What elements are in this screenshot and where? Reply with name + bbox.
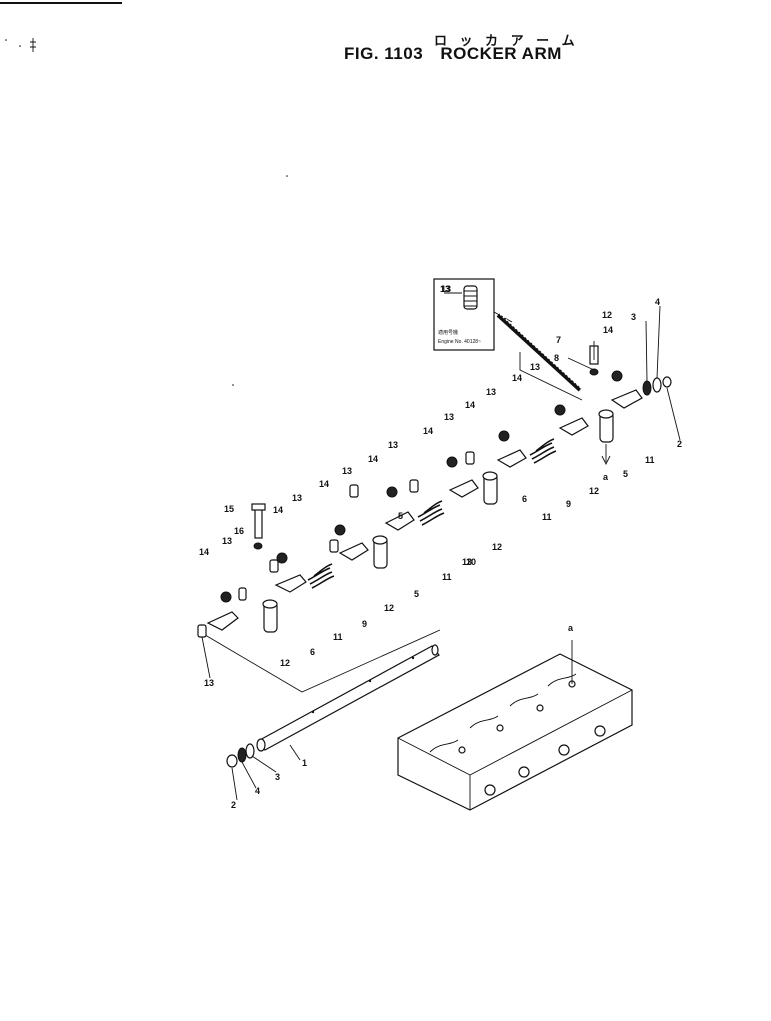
callout-label: 4 — [655, 297, 660, 307]
callout-label: a — [568, 623, 574, 633]
callout-label: 2 — [677, 439, 682, 449]
callout-labels: 1 2 3 4 2 3 4 5 5 5 6 6 7 8 9 9 10 11 11… — [199, 284, 682, 810]
callout-label: 3 — [631, 312, 636, 322]
callout-label: 13 — [462, 557, 472, 567]
callout-label: 14 — [199, 547, 209, 557]
callout-label: 12 — [492, 542, 502, 552]
callout-label: 5 — [414, 589, 419, 599]
rocker-arm-group-1 — [197, 587, 278, 638]
callout-label: 13 — [292, 493, 302, 503]
callout-label: 11 — [333, 632, 343, 642]
callout-label: 12 — [280, 658, 290, 668]
callout-label: 12 — [602, 310, 612, 320]
callout-label: 13 — [204, 678, 214, 688]
title-kana: ロ ッ カ ア ー ム — [434, 34, 579, 49]
callout-label: 12 — [384, 603, 394, 613]
figure-name: ROCKER ARM — [440, 44, 562, 63]
inset-box: 13 適用号機 Engine No. 40128~ — [433, 278, 513, 351]
callout-label: 13 — [486, 387, 496, 397]
callout-label: 14 — [319, 479, 329, 489]
callout-label: 11 — [542, 512, 552, 522]
rocker-shaft — [256, 644, 440, 752]
callout-label: 14 — [465, 400, 475, 410]
callout-label: 11 — [442, 572, 452, 582]
callout-label: 1 — [302, 758, 307, 768]
assembly-outline — [199, 352, 583, 693]
rocker-arm-group-2 — [251, 503, 388, 593]
callout-label: 13 — [530, 362, 540, 372]
inset-note-1: 適用号機 — [438, 329, 458, 336]
callout-label: 6 — [310, 647, 315, 657]
callout-label: 13 — [342, 466, 352, 476]
long-bolt — [496, 313, 583, 392]
cylinder-head — [397, 640, 633, 811]
rocker-arm-group-4 — [465, 345, 643, 468]
callout-label: 15 — [224, 504, 234, 514]
callout-label: 9 — [362, 619, 367, 629]
callout-label: 3 — [275, 772, 280, 782]
callout-label: 10 — [466, 557, 476, 567]
callout-label: 6 — [522, 494, 527, 504]
rocker-arm-group-3 — [349, 456, 498, 531]
callout-label: 13 — [440, 284, 450, 294]
shaft-end-parts-right — [642, 376, 672, 396]
page-title: FIG. 1103 ROCKER ARM — [344, 44, 562, 64]
callout-label: 9 — [566, 499, 571, 509]
inset-label: 13 — [441, 284, 451, 294]
callout-label: 2 — [231, 800, 236, 810]
callout-label: 13 — [388, 440, 398, 450]
callout-label: 16 — [234, 526, 244, 536]
callout-label: 14 — [423, 426, 433, 436]
callout-label: 8 — [554, 353, 559, 363]
callout-label: 7 — [556, 335, 561, 345]
top-rule — [0, 2, 122, 4]
shaft-end-parts — [226, 743, 255, 768]
callout-label: 14 — [368, 454, 378, 464]
callout-label: 5 — [623, 469, 628, 479]
callout-label: 5 — [398, 511, 403, 521]
margin-marks — [5, 38, 288, 386]
callout-label: 13 — [444, 412, 454, 422]
callout-label: 14 — [273, 505, 283, 515]
inset-note-2: Engine No. 40128~ — [438, 339, 481, 345]
figure-number: FIG. 1103 — [344, 44, 424, 63]
callout-label: 4 — [255, 786, 260, 796]
callout-label: 12 — [589, 486, 599, 496]
callout-label: 13 — [222, 536, 232, 546]
callout-label: 14 — [603, 325, 613, 335]
callout-label: 11 — [645, 455, 655, 465]
callout-label: a — [603, 472, 609, 482]
leader-lines — [201, 305, 681, 801]
callout-label: 14 — [512, 373, 522, 383]
